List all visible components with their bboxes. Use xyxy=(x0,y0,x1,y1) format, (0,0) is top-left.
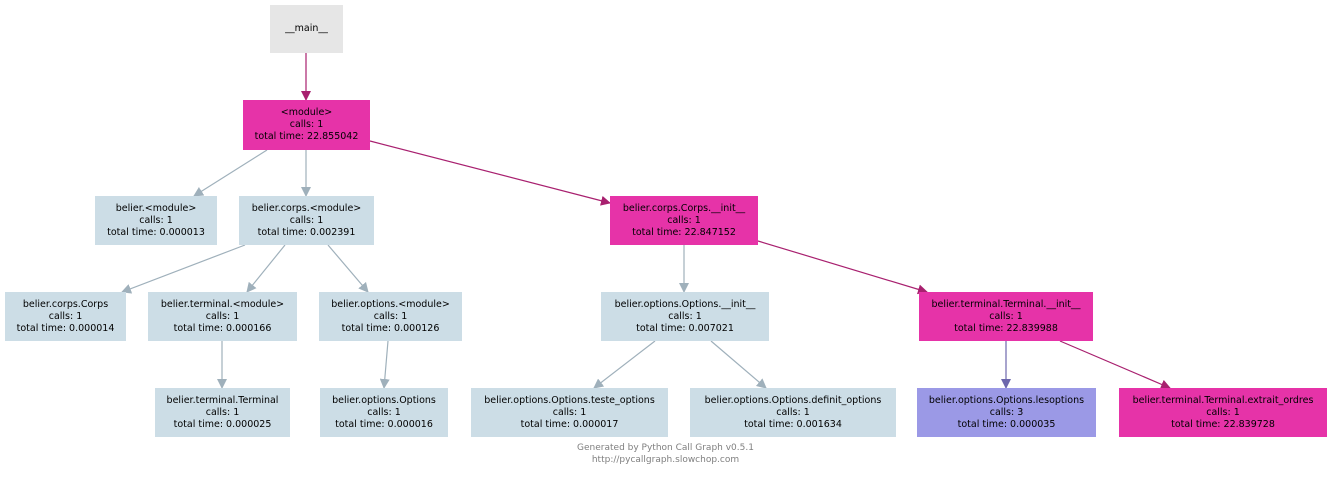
node-terminal-class-name: belier.terminal.Terminal xyxy=(166,394,279,406)
node-corps-module-name: belier.corps.<module> xyxy=(251,202,362,214)
node-terminal-init-calls: calls: 1 xyxy=(989,310,1023,322)
node-extrait-ordres-calls: calls: 1 xyxy=(1206,406,1240,418)
edge-corps-init-to-terminal-init xyxy=(757,240,928,295)
edge-module-to-corps-init xyxy=(369,140,611,206)
node-options-class-name: belier.options.Options xyxy=(332,394,436,406)
node-lesoptions-name: belier.options.Options.lesoptions xyxy=(928,394,1085,406)
node-definit-options-time: total time: 0.001634 xyxy=(744,418,842,430)
node-terminal-init: belier.terminal.Terminal.__init__ calls:… xyxy=(919,292,1093,341)
node-main: __main__ xyxy=(270,5,343,53)
edge-corps-module-to-options-module xyxy=(327,244,369,293)
node-options-init-calls: calls: 1 xyxy=(668,310,702,322)
node-corps-class-name: belier.corps.Corps xyxy=(22,298,109,310)
node-corps-module-time: total time: 0.002391 xyxy=(257,226,356,238)
node-terminal-module-name: belier.terminal.<module> xyxy=(160,298,285,310)
node-extrait-ordres-name: belier.terminal.Terminal.extrait_ordres xyxy=(1132,394,1314,406)
node-terminal-init-time: total time: 22.839988 xyxy=(954,322,1058,334)
node-corps-init-time: total time: 22.847152 xyxy=(632,226,736,238)
node-lesoptions: belier.options.Options.lesoptions calls:… xyxy=(917,388,1096,437)
node-definit-options-name: belier.options.Options.definit_options xyxy=(704,394,882,406)
node-module-time: total time: 22.855042 xyxy=(254,131,359,142)
edge-options-module-to-options-class xyxy=(379,340,390,389)
node-teste-options-time: total time: 0.000017 xyxy=(520,418,619,430)
edge-options-init-to-teste-options xyxy=(593,340,656,389)
node-options-module-calls: calls: 1 xyxy=(373,310,408,322)
node-belier-module-name: belier.<module> xyxy=(115,202,197,214)
node-belier-module-calls: calls: 1 xyxy=(139,214,173,226)
edge-corps-module-to-terminal-module xyxy=(246,244,286,293)
edge-corps-module-to-corps-class xyxy=(121,244,246,294)
node-module-name: <module> xyxy=(280,107,333,118)
node-corps-init: belier.corps.Corps.__init__ calls: 1 tot… xyxy=(610,196,758,245)
node-options-class: belier.options.Options calls: 1 total ti… xyxy=(320,388,448,437)
node-module-calls: calls: 1 xyxy=(289,119,324,130)
node-teste-options: belier.options.Options.teste_options cal… xyxy=(471,388,668,437)
node-belier-module: belier.<module> calls: 1 total time: 0.0… xyxy=(95,196,217,245)
node-options-init-name: belier.options.Options.__init__ xyxy=(614,298,756,310)
node-options-init-time: total time: 0.007021 xyxy=(636,322,734,334)
node-main-name: __main__ xyxy=(285,23,328,34)
node-extrait-ordres-time: total time: 22.839728 xyxy=(1171,418,1275,430)
node-terminal-class: belier.terminal.Terminal calls: 1 total … xyxy=(155,388,290,437)
node-definit-options: belier.options.Options.definit_options c… xyxy=(690,388,896,437)
node-options-module-time: total time: 0.000126 xyxy=(341,322,440,334)
node-terminal-module: belier.terminal.<module> calls: 1 total … xyxy=(148,292,297,341)
node-corps-init-name: belier.corps.Corps.__init__ xyxy=(622,202,746,214)
footer-generator-credit: Generated by Python Call Graph v0.5.1 xyxy=(577,443,754,453)
node-options-class-time: total time: 0.000016 xyxy=(335,418,433,430)
node-corps-module-calls: calls: 1 xyxy=(289,214,324,226)
footer-url: http://pycallgraph.slowchop.com xyxy=(591,455,740,465)
node-options-module: belier.options.<module> calls: 1 total t… xyxy=(319,292,462,341)
node-teste-options-name: belier.options.Options.teste_options xyxy=(484,394,655,406)
node-definit-options-calls: calls: 1 xyxy=(776,406,810,418)
node-teste-options-calls: calls: 1 xyxy=(552,406,587,418)
node-terminal-module-time: total time: 0.000166 xyxy=(173,322,272,334)
node-terminal-class-calls: calls: 1 xyxy=(205,406,240,418)
node-terminal-module-calls: calls: 1 xyxy=(205,310,240,322)
edge-terminal-init-to-extrait-ordres xyxy=(1059,340,1171,390)
edge-options-init-to-definit-options xyxy=(710,340,767,389)
node-lesoptions-time: total time: 0.000035 xyxy=(957,418,1056,430)
node-module: <module> calls: 1 total time: 22.855042 xyxy=(243,100,370,150)
node-extrait-ordres: belier.terminal.Terminal.extrait_ordres … xyxy=(1119,388,1327,437)
node-corps-class: belier.corps.Corps calls: 1 total time: … xyxy=(5,292,126,341)
node-corps-class-time: total time: 0.000014 xyxy=(16,322,115,334)
node-corps-init-calls: calls: 1 xyxy=(667,214,701,226)
node-terminal-init-name: belier.terminal.Terminal.__init__ xyxy=(931,298,1081,310)
node-terminal-class-time: total time: 0.000025 xyxy=(173,418,272,430)
node-lesoptions-calls: calls: 3 xyxy=(989,406,1024,418)
node-options-init: belier.options.Options.__init__ calls: 1… xyxy=(601,292,769,341)
node-corps-module: belier.corps.<module> calls: 1 total tim… xyxy=(239,196,374,245)
edge-module-to-belier-module xyxy=(193,149,268,197)
node-corps-class-calls: calls: 1 xyxy=(48,310,83,322)
node-options-module-name: belier.options.<module> xyxy=(331,298,450,310)
node-belier-module-time: total time: 0.000013 xyxy=(107,226,205,238)
node-options-class-calls: calls: 1 xyxy=(367,406,401,418)
